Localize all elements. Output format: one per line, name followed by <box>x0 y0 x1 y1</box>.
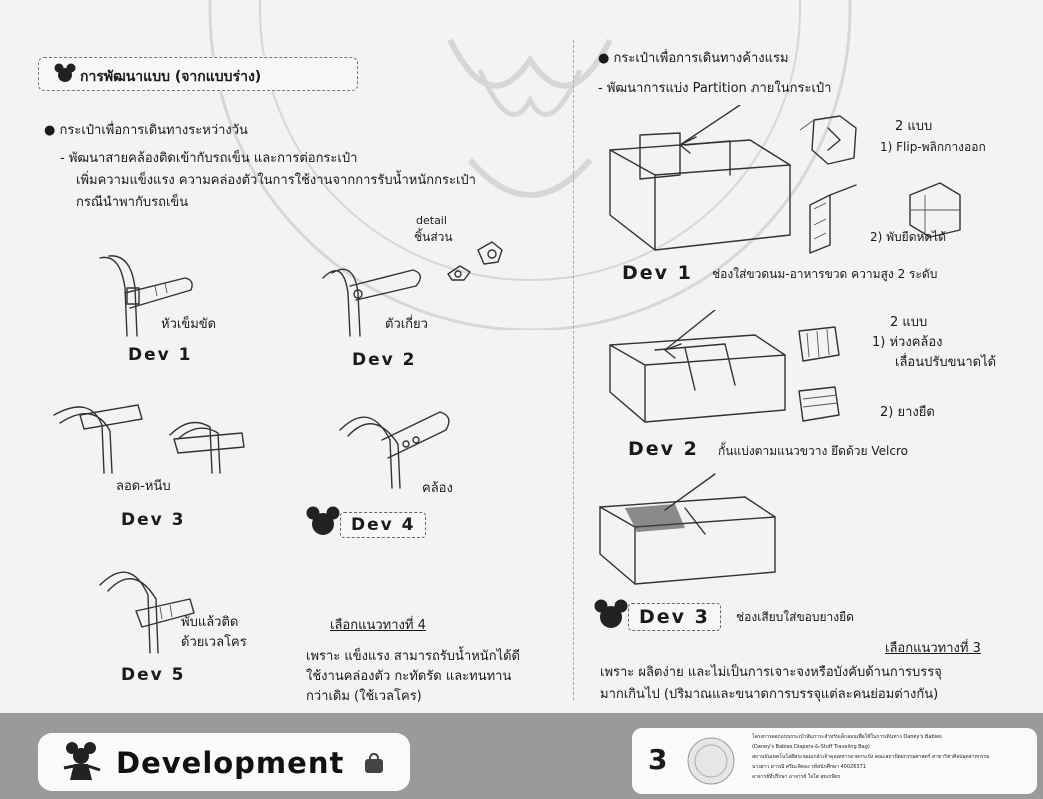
rdev2-option-count: 2 แบบ <box>890 315 928 330</box>
rdev1-bag-sketch <box>609 105 791 251</box>
dev5-velcro-sketch <box>99 571 195 654</box>
rdev2-label: Dev 2 <box>628 438 699 460</box>
dev5-caption-line-1: พับแล้วติด <box>181 615 239 630</box>
dev3-clip-sketch <box>53 404 245 474</box>
bullet-day-trip-text: กระเป๋าเพื่อการเดินทางระหว่างวัน <box>59 123 248 138</box>
dev1-caption: หัวเข็มขัด <box>161 317 217 332</box>
left-reason-line-1: เพราะ แข็งแรง สามารถรับน้ำหนักได้ดี <box>306 649 520 664</box>
university-seal-watermark <box>208 0 852 330</box>
footer-info-line-2: (Daney's Babies Diapers-&-Stuff Travelin… <box>752 744 870 750</box>
bullet-overnight-text: กระเป๋าเพื่อการเดินทางค้างแรม <box>613 51 789 66</box>
dev3-label: Dev 3 <box>121 510 186 530</box>
detail-label-1: detail <box>416 214 447 227</box>
dev2-label: Dev 2 <box>352 350 417 370</box>
development-section-badge <box>38 733 410 791</box>
dev5-caption-line-2: ด้วยเวลโคร <box>181 635 247 650</box>
desc-line-2: เพิ่มความแข็งแรง ความคล่องตัวในการใช้งาน… <box>76 173 476 188</box>
dev4-label: Dev 4 <box>340 512 427 538</box>
rdev2-option-2: 2) ยางยืด <box>880 405 935 420</box>
detail-parts-sketch <box>447 241 503 281</box>
rdev2-bag-sketch <box>609 310 786 423</box>
rdev2-option-1-line-2: เลื่อนปรับขนาดได้ <box>895 355 997 370</box>
dev5-label: Dev 5 <box>121 665 186 685</box>
footer-info-line-1: โครงการออกแบบกระเป๋าสัมภาระสำหรับเด็กอ่อ… <box>752 734 942 740</box>
rdev2-elastic-sketch <box>798 386 840 422</box>
right-reason-line-1: เพราะ ผลิตง่าย และไม่เป็นการเจาะจงหรือบั… <box>600 665 942 680</box>
rdev3-caption: ช่องเสียบใส่ขอบยางยืด <box>736 610 854 624</box>
mickey-icon <box>306 506 340 535</box>
footer-info-line-5: อาจารย์ที่ปรึกษา อาจารย์ ใจใส สุขเกษียร <box>752 774 841 780</box>
footer-info-line-4: นางสาว ดารณี ศรีมะลิทอง รหัสนักศึกษา 400… <box>752 764 866 770</box>
section-title: การพัฒนาแบบ (จากแบบร่าง) <box>80 69 262 85</box>
rdev1-option-1: 1) Flip-พลิกกางออก <box>880 140 986 154</box>
dev1-label: Dev 1 <box>128 345 193 365</box>
detail-label-2: ชิ้นส่วน <box>414 230 453 244</box>
rdev3-label: Dev 3 <box>628 603 721 631</box>
left-reason-line-2: ใช้งานคล่องตัว กะทัดรัด และทนทาน <box>306 669 512 684</box>
desc-line-1: - พัฒนาสายคล้องติดเข้ากับรถเข็น และการต่… <box>60 151 358 166</box>
right-reason-line-2: มากเกินไป (ปริมาณและขนาดการบรรจุแต่ละคนย… <box>600 687 939 702</box>
footer-info-line-3: สถานบันเทคโนโลยีพระจอมเกล้าเจ้าคุณทหารลา… <box>752 754 990 760</box>
bag-icon <box>365 752 383 773</box>
mickey-icon <box>54 63 76 82</box>
rdev1-fold-sketch <box>809 182 961 254</box>
desc-line-3: กรณีนำพากับรถเข็น <box>76 195 189 210</box>
section-title-box <box>38 57 358 91</box>
page-number: 3 <box>648 743 668 776</box>
rdev1-label: Dev 1 <box>622 262 693 284</box>
left-choice: เลือกแนวทางที่ 4 <box>330 618 426 633</box>
column-divider <box>573 40 574 700</box>
mickey-icon <box>594 599 628 628</box>
right-desc: - พัฒนาการแบ่ง Partition ภายในกระเป๋า <box>598 81 832 96</box>
bullet-overnight: ● กระเป๋าเพื่อการเดินทางค้างแรม <box>598 51 789 66</box>
rdev3-bag-sketch <box>599 473 776 585</box>
left-reason-line-3: กว่าเดิม (ใช้เวลโคร) <box>306 689 422 704</box>
right-choice: เลือกแนวทางที่ 3 <box>885 641 981 656</box>
dev2-hook-sketch <box>322 268 421 337</box>
rdev1-caption: ช่องใส่ขวดนม-อาหารขวด ความสูง 2 ระดับ <box>712 267 938 281</box>
university-seal-logo <box>687 737 735 785</box>
dev2-caption: ตัวเกี่ยว <box>385 317 428 332</box>
dev1-buckle-sketch <box>99 255 193 337</box>
rdev1-flip-sketch <box>800 115 857 165</box>
dev4-caption: คล้อง <box>422 481 453 496</box>
rdev1-option-count: 2 แบบ <box>895 119 933 134</box>
footer-section-label: Development <box>116 746 345 780</box>
dev3-caption: ลอด-หนีบ <box>116 479 171 494</box>
rdev2-loop-sketch <box>798 326 840 362</box>
mickey-figure-icon <box>63 742 101 780</box>
rdev2-option-1-line-1: 1) ห่วงคล้อง <box>872 335 943 350</box>
bullet-day-trip: ● กระเป๋าเพื่อการเดินทางระหว่างวัน <box>44 123 248 138</box>
dev4-loop-sketch <box>339 411 450 489</box>
rdev1-option-2: 2) พับยืดหดได้ <box>870 230 947 244</box>
rdev2-caption: กั้นแบ่งตามแนวขวาง ยึดด้วย Velcro <box>718 444 908 458</box>
